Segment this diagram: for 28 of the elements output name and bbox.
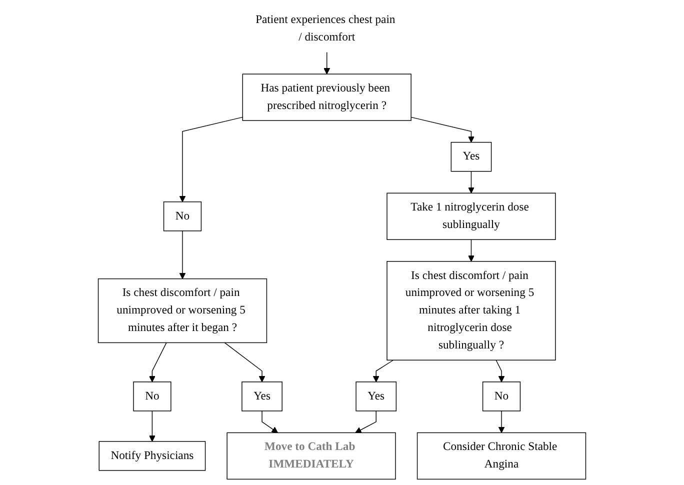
node-box: No — [163, 201, 202, 232]
node-box: No — [133, 382, 172, 412]
arrow — [468, 170, 474, 194]
arrow — [410, 116, 474, 143]
arrow — [224, 342, 266, 382]
arrow — [324, 52, 330, 74]
arrow — [262, 410, 278, 434]
node-box: Yes — [356, 382, 397, 412]
arrow — [179, 116, 243, 202]
arrow — [149, 410, 156, 442]
arrow — [498, 410, 505, 434]
node-box: Take 1 nitroglycerin dose sublingually — [386, 192, 556, 240]
node-box: Move to Cath Lab IMMEDIATELY — [226, 432, 396, 480]
node-box: Consider Chronic Stable Angina — [416, 432, 586, 480]
arrow — [496, 360, 505, 382]
arrow — [468, 239, 474, 262]
arrow — [372, 360, 394, 382]
node-box: Yes — [450, 142, 492, 172]
node-text: Patient experiences chest pain / discomfort — [256, 14, 396, 44]
node-box: Has patient previously been prescribed nitroglycerin ? — [242, 74, 412, 121]
node-box: No — [482, 382, 521, 412]
arrow — [149, 342, 167, 382]
node-box: Notify Physicians — [98, 441, 206, 471]
node-box: Is chest discomfort / pain unimproved or worsening 5 minutes after taking 1 nitroglycerin dose sublingually ? — [386, 261, 556, 360]
node-box: Yes — [242, 382, 282, 412]
arrow — [179, 230, 186, 280]
node-box: Is chest discomfort / pain unimproved or worsening 5 minutes after it began ? — [98, 278, 268, 344]
arrow — [355, 410, 376, 434]
